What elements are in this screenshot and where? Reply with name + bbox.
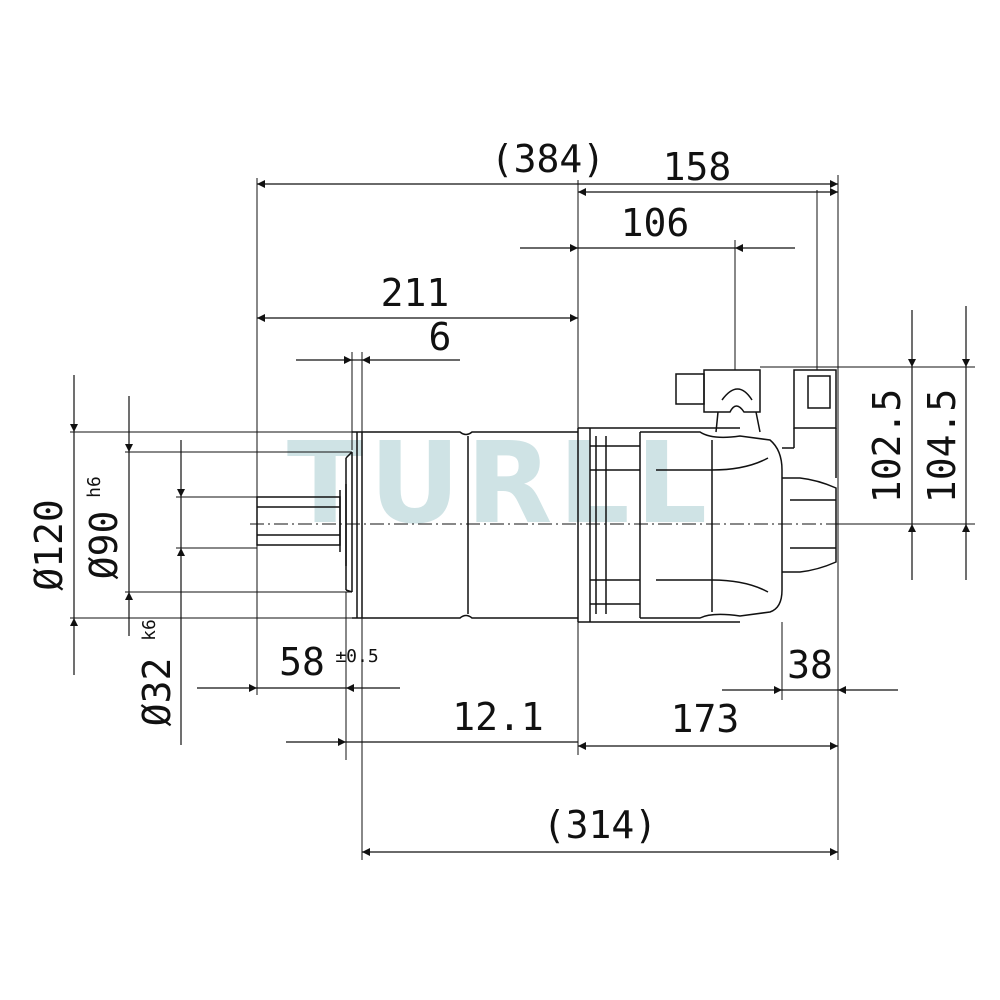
label-diameter-90: Ø90	[82, 511, 126, 580]
dimension-labels: (384) 158 106 211 6 58 ±0.5 12.1 173 38 …	[27, 137, 964, 847]
motor-housing	[578, 427, 783, 623]
label-body-length: (314)	[543, 803, 657, 847]
end-cap	[782, 477, 837, 573]
watermark-text: TURLL	[287, 419, 713, 549]
label-terminal-offset: 106	[621, 201, 690, 245]
label-motor-length: 158	[663, 145, 732, 189]
dimension-lines	[70, 180, 970, 856]
label-shaft-length: 58	[279, 640, 325, 684]
label-flange-thickness: 6	[429, 315, 452, 359]
label-diameter-90-tol: h6	[84, 476, 105, 498]
label-height-outer: 102.5	[865, 389, 909, 503]
label-shaft-length-tol: ±0.5	[335, 646, 378, 667]
label-offset-12-1: 12.1	[452, 695, 544, 739]
label-motor-body: 173	[671, 697, 740, 741]
label-diameter-32: Ø32	[135, 658, 179, 727]
terminal-connector	[675, 369, 837, 478]
label-diameter-120: Ø120	[27, 499, 71, 591]
label-end-cap: 38	[787, 643, 833, 687]
label-diameter-32-tol: k6	[139, 619, 160, 641]
label-height-total: 104.5	[920, 389, 964, 503]
label-overall-length: (384)	[491, 137, 605, 181]
label-flange-to-body: 211	[381, 271, 450, 315]
extension-lines	[70, 175, 975, 860]
